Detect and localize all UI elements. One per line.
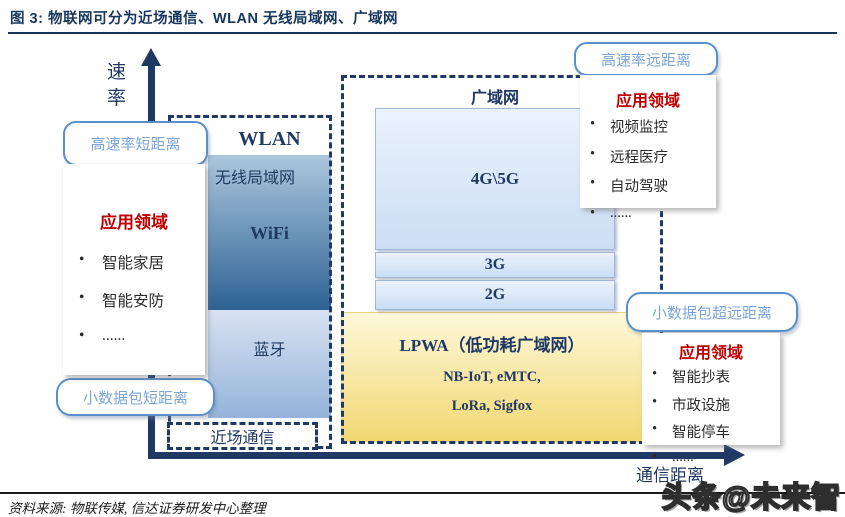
lpwa-tech-line2: LoRa, Sigfox	[451, 398, 533, 414]
list-item: 智能抄表	[652, 366, 780, 387]
y-axis-label: 速率	[107, 62, 127, 109]
source-divider	[0, 492, 845, 494]
list-item: 市政设施	[652, 394, 780, 415]
wireless-lan-label: 无线局域网	[215, 170, 296, 187]
near-field-label-box: 近场通信	[167, 422, 318, 450]
application-panel-long-range: 应用领域 视频监控 远程医疗 自动驾驶 ......	[580, 75, 716, 222]
tier-2g-box: 2G	[375, 280, 615, 310]
figure-title: 图 3: 物联网可分为近场通信、WLAN 无线局域网、广域网	[10, 11, 398, 27]
callout-high-speed-long-distance: 高速率远距离	[574, 42, 718, 76]
list-item: 智能安防	[79, 289, 205, 311]
list-item: 智能停车	[652, 421, 780, 442]
wan-dashed-region	[341, 75, 663, 444]
wan-region-title: 广域网	[470, 90, 519, 107]
list-item: 智能家居	[79, 251, 205, 273]
callout-high-speed-short-distance: 高速率短距离	[63, 121, 208, 166]
application-list: 智能抄表 市政设施 智能停车 ......	[652, 366, 780, 466]
wifi-zone: 无线局域网 WiFi	[208, 155, 331, 310]
list-item: 远程医疗	[590, 146, 716, 167]
source-text: 资料来源: 物联传媒, 信达证券研发中心整理	[8, 501, 266, 516]
toutiao-watermark: 头条@未来智库	[661, 481, 842, 515]
title-underline	[8, 32, 837, 34]
panel-title: 应用领域	[100, 213, 168, 232]
bluetooth-zone: 蓝牙	[208, 310, 331, 418]
tier-3g-box: 3G	[375, 252, 615, 278]
panel-title: 应用领域	[678, 345, 743, 362]
application-list: 智能家居 智能安防 ......	[79, 251, 205, 345]
wifi-label: WiFi	[250, 223, 289, 243]
callout-small-packet-ultra-long-distance: 小数据包超远距离	[626, 292, 798, 332]
tier-4g5g-box: 4G\5G	[375, 108, 615, 250]
list-item: ......	[79, 327, 205, 345]
list-item: ......	[652, 449, 780, 466]
x-axis-label: 通信距离	[636, 466, 704, 485]
x-axis-line	[148, 452, 726, 459]
wlan-region-title: WLAN	[238, 128, 301, 150]
callout-small-packet-short-distance: 小数据包短距离	[56, 378, 215, 416]
lpwa-box: LPWA（低功耗广域网） NB-IoT, eMTC, LoRa, Sigfox	[341, 312, 643, 442]
list-item: ......	[590, 205, 716, 222]
list-item: 自动驾驶	[590, 175, 716, 196]
list-item: 视频监控	[590, 116, 716, 137]
application-panel-ultra-long-range: 应用领域 智能抄表 市政设施 智能停车 ......	[642, 333, 780, 466]
lpwa-tech-line1: NB-IoT, eMTC,	[443, 369, 541, 385]
application-list: 视频监控 远程医疗 自动驾驶 ......	[590, 116, 716, 222]
panel-title: 应用领域	[615, 93, 680, 110]
application-panel-short-range: 应用领域 智能家居 智能安防 ......	[63, 164, 205, 375]
y-axis-arrow-icon	[141, 48, 161, 66]
lpwa-title: LPWA（低功耗广域网）	[399, 336, 585, 355]
bluetooth-label: 蓝牙	[253, 342, 286, 359]
